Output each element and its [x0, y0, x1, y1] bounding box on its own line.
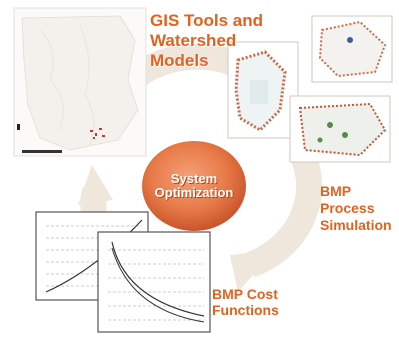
center-label-line-1: System	[170, 171, 218, 186]
gis-label-line-2: Watershed	[150, 31, 237, 50]
gis-map-thumbnail	[13, 7, 147, 157]
bmp-cost-label: BMP Cost Functions	[212, 287, 279, 319]
bmp-process-line-3: Simulation	[320, 217, 392, 233]
system-optimization-node	[142, 141, 246, 231]
cost-curve-chart-icon	[35, 211, 211, 333]
center-label-line-2: Optimization	[154, 184, 234, 200]
bmp-cost-line-2: Functions	[212, 302, 279, 318]
watershed-map-thumbnail	[227, 15, 393, 139]
gis-tools-label: GIS Tools and Watershed Models	[150, 12, 263, 72]
system-optimization-label: System Optimization	[146, 172, 242, 199]
bmp-simulation-thumbnail	[289, 95, 391, 163]
gis-label-line-3: Models	[150, 51, 209, 70]
bmp-process-line-2: Process	[320, 200, 375, 216]
bmp-process-label: BMP Process Simulation	[320, 184, 392, 235]
bmp-cost-line-1: BMP Cost	[212, 286, 278, 302]
bmp-process-line-1: BMP	[320, 183, 352, 199]
gis-label-line-1: GIS Tools and	[150, 11, 264, 30]
